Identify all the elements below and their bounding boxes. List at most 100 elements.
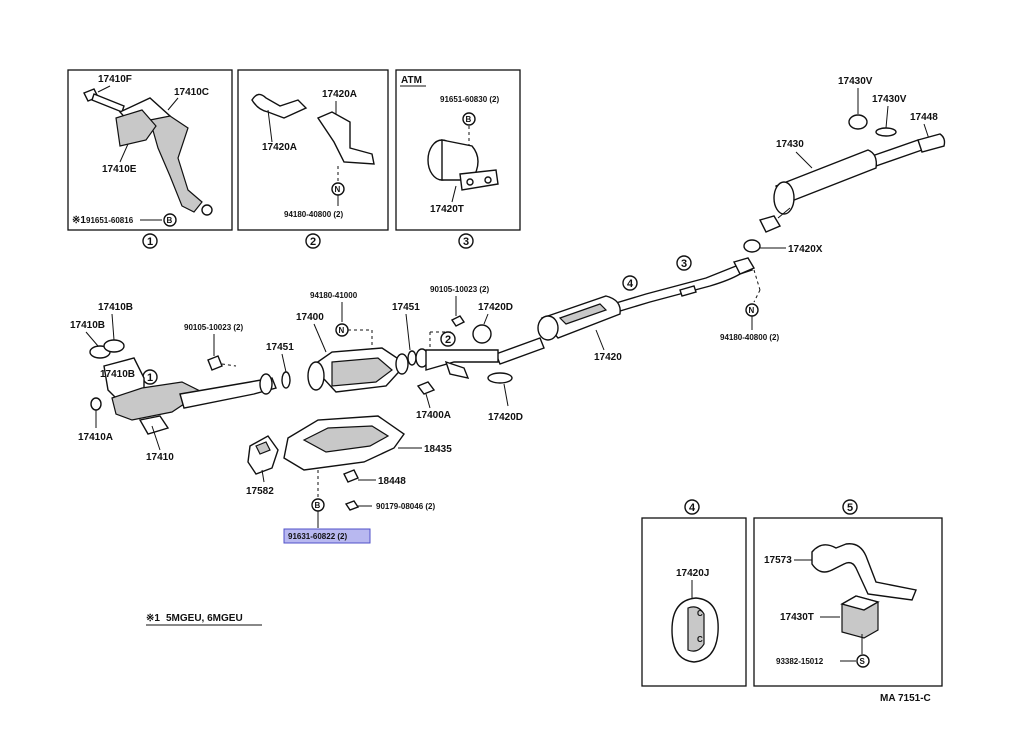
main-muffler-17430[interactable] [773, 149, 878, 219]
label-91651-60830: 91651-60830 (2) [440, 95, 499, 104]
diagram-code: MA 7151-C [880, 693, 931, 704]
label-90105-10023-a: 90105-10023 (2) [430, 285, 489, 294]
heat-insulator-18435[interactable] [283, 415, 405, 471]
callout-n-converter-text: N [339, 326, 345, 335]
panel-4-index: 4 [689, 502, 696, 514]
hanger-17420a-left[interactable] [251, 93, 308, 119]
callout-b-panel-1-text: B [167, 216, 173, 225]
index-4-circle [622, 275, 638, 291]
label-17410f: 17410F [98, 74, 132, 85]
label-91651-60816: 91651-60816 [86, 216, 134, 225]
mount-17420t[interactable] [427, 139, 499, 191]
panel-3-index-circle [458, 233, 474, 249]
label-17430t: 17430T [780, 612, 814, 623]
label-17420d-a: 17420D [478, 302, 513, 313]
bracket-17582[interactable] [247, 435, 279, 475]
label-17420a-top: 17420A [322, 89, 357, 100]
callout-b-panel-3 [462, 112, 476, 126]
catalytic-converter-17400[interactable] [307, 347, 409, 393]
bolt-90105-b[interactable] [207, 355, 223, 371]
pipe-bracket[interactable] [679, 285, 697, 297]
index-4: 4 [627, 278, 634, 290]
gasket-17420d-b[interactable] [487, 372, 513, 384]
hanger-17420a-right[interactable] [316, 111, 375, 165]
mark-c-lower: C [697, 635, 703, 644]
label-93382-15012: 93382-15012 [776, 657, 824, 666]
callout-s-panel-5 [856, 654, 870, 668]
bracket-17573[interactable] [811, 543, 917, 601]
nut-90179[interactable] [344, 500, 360, 511]
highlighted-part-label[interactable]: 91631-60822 (2) [288, 532, 347, 541]
index-3: 3 [681, 258, 687, 270]
callout-b-panel-3-text: B [466, 115, 472, 124]
bolt-17410f[interactable] [83, 88, 125, 113]
panel-1-index-circle [142, 233, 158, 249]
label-17420d-b: 17420D [488, 412, 523, 423]
gasket-17430v-a[interactable] [848, 114, 868, 130]
label-17420a-left: 17420A [262, 142, 297, 153]
detail-panel-1: 17410F 17410C 17410E ※1 91651-60816 B 1 [67, 69, 233, 249]
label-94180-40800-main: 94180-40800 (2) [720, 333, 779, 342]
nut-17410a[interactable] [90, 397, 102, 411]
front-pipe-section[interactable] [415, 348, 499, 379]
label-17410a: 17410A [78, 432, 113, 443]
bracket-17400a[interactable] [416, 381, 436, 395]
detail-panel-4: 4 17420J C C [641, 499, 747, 687]
label-17451-b: 17451 [266, 342, 294, 353]
panel-3-index: 3 [463, 236, 469, 248]
label-17430v-b: 17430V [872, 94, 907, 105]
index-3-circle [676, 255, 692, 271]
panel-5-index-circle [842, 499, 858, 515]
panel-3-frame [395, 69, 521, 231]
gasket-17451-a[interactable] [407, 350, 417, 366]
label-17582: 17582 [246, 486, 274, 497]
panel-1-index: 1 [147, 236, 153, 248]
label-90105-10023-b: 90105-10023 (2) [184, 323, 243, 332]
callout-n-main-text: N [749, 306, 755, 315]
label-17451-a: 17451 [392, 302, 420, 313]
detail-panel-2: 17420A 17420A N 94180-40800 (2) 2 [237, 69, 389, 249]
label-17410e: 17410E [102, 164, 137, 175]
label-17410: 17410 [146, 452, 174, 463]
gasket-17430v-b[interactable] [875, 127, 897, 137]
main-assembly: 17430V 17430V 17448 17430 17420X [70, 76, 946, 544]
label-17410b-b: 17410B [70, 320, 105, 331]
callout-b-panel-1 [163, 213, 177, 227]
gasket-17420d-a[interactable] [472, 324, 492, 344]
panel-4-frame [641, 517, 747, 687]
label-17410c: 17410C [174, 87, 209, 98]
label-17420: 17420 [594, 352, 622, 363]
gasket-17410b-b[interactable] [103, 339, 125, 353]
highlighted-part-box[interactable] [283, 528, 371, 544]
panel-5-frame [753, 517, 943, 687]
panel-3-title: ATM [401, 75, 422, 86]
label-94180-40800-panel-2: 94180-40800 (2) [284, 210, 343, 219]
label-17400a: 17400A [416, 410, 451, 421]
panel-5-index: 5 [847, 502, 853, 514]
gasket-17451-b[interactable] [281, 371, 291, 389]
cushion-17430t[interactable] [840, 595, 880, 639]
exhaust-manifold-17410[interactable] [103, 357, 277, 435]
panel-1-frame [67, 69, 233, 231]
label-17430: 17430 [776, 139, 804, 150]
note-mark-panel-1: ※1 [72, 215, 86, 226]
hanger-bracket-rear[interactable] [758, 215, 782, 233]
panel-2-frame [237, 69, 389, 231]
note-mark: ※1 [146, 613, 160, 624]
model-note: ※1 5MGEU, 6MGEU [146, 613, 262, 626]
tail-pipe-17448[interactable] [871, 133, 946, 167]
bolt-18448[interactable] [343, 469, 359, 483]
bolt-90105-a[interactable] [450, 315, 466, 327]
bracket-17410e[interactable] [115, 109, 157, 147]
callout-b-main-text: B [315, 501, 321, 510]
label-17573: 17573 [764, 555, 792, 566]
label-17448: 17448 [910, 112, 938, 123]
rubber-hanger-17420j[interactable] [671, 597, 719, 663]
gasket-17420x[interactable] [743, 239, 761, 253]
callout-n-panel-2-text: N [335, 185, 341, 194]
note-text: 5MGEU, 6MGEU [166, 613, 243, 624]
center-exhaust-pipe[interactable] [605, 257, 756, 315]
panel-4-index-circle [684, 499, 700, 515]
index-1: 1 [147, 372, 153, 384]
